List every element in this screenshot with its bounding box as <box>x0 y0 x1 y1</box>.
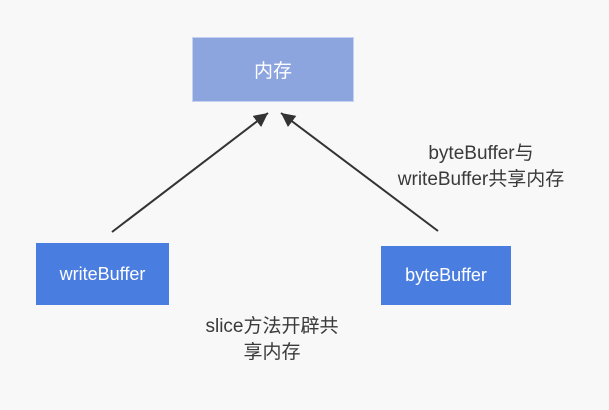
writebuffer-node: writeBuffer <box>36 243 169 305</box>
memory-node-label: 内存 <box>253 61 292 82</box>
share-annotation-line1: byteBuffer与 <box>428 143 534 164</box>
slice-annotation: slice方法开辟共 享内存 <box>172 314 372 366</box>
share-annotation-line2: writeBuffer共享内存 <box>397 169 565 190</box>
slice-annotation-line2: 享内存 <box>243 342 301 363</box>
bytebuffer-node-label: byteBuffer <box>405 265 487 285</box>
memory-node: 内存 <box>192 37 354 102</box>
slice-annotation-line1: slice方法开辟共 <box>205 316 339 337</box>
writebuffer-node-label: writeBuffer <box>59 263 146 284</box>
share-annotation: byteBuffer与 writeBuffer共享内存 <box>371 141 591 193</box>
arrow-writebuffer-to-memory <box>111 112 269 233</box>
bytebuffer-node: byteBuffer <box>381 246 511 305</box>
